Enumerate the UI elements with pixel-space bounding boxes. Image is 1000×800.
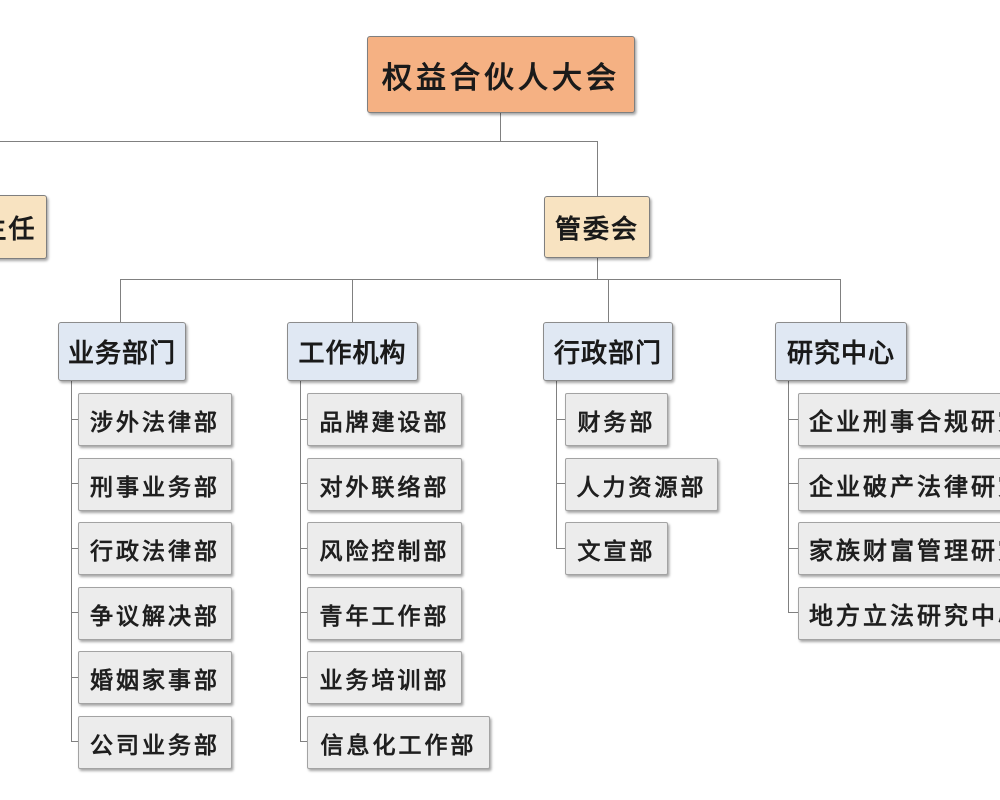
leaf-box: 人力资源部 <box>565 458 718 511</box>
leaf-box: 行政法律部 <box>78 522 232 575</box>
leaf-box: 地方立法研究中心 <box>798 587 1000 640</box>
node-director: 主任 <box>0 195 47 259</box>
connector-line <box>300 483 307 484</box>
connector-line <box>300 548 307 549</box>
connector-line <box>556 381 557 549</box>
connector-line <box>120 279 121 323</box>
connector-line <box>597 258 598 279</box>
branch-box: 业务部门 <box>58 322 186 381</box>
connector-line <box>71 612 78 613</box>
connector-line <box>597 141 598 197</box>
leaf-box: 财务部 <box>565 393 668 446</box>
connector-line <box>788 483 798 484</box>
connector-line <box>71 419 78 420</box>
leaf-box: 企业刑事合规研究中心 <box>798 393 1000 446</box>
branch-box: 研究中心 <box>775 322 907 381</box>
leaf-box: 涉外法律部 <box>78 393 232 446</box>
leaf-box: 争议解决部 <box>78 587 232 640</box>
leaf-box: 对外联络部 <box>307 458 462 511</box>
connector-line <box>300 677 307 678</box>
leaf-box: 品牌建设部 <box>307 393 462 446</box>
connector-line <box>788 419 798 420</box>
leaf-box: 刑事业务部 <box>78 458 232 511</box>
connector-line <box>71 483 78 484</box>
connector-line <box>71 677 78 678</box>
leaf-box: 信息化工作部 <box>307 716 490 769</box>
leaf-box: 企业破产法律研究中心 <box>798 458 1000 511</box>
connector-line <box>71 381 72 742</box>
leaf-box: 青年工作部 <box>307 587 462 640</box>
connector-line <box>120 279 841 280</box>
connector-line <box>352 279 353 323</box>
connector-line <box>500 113 501 141</box>
connector-line <box>71 741 78 742</box>
connector-line <box>840 279 841 323</box>
connector-line <box>556 483 565 484</box>
leaf-box: 公司业务部 <box>78 716 232 769</box>
node-committee: 管委会 <box>544 196 650 258</box>
branch-box: 行政部门 <box>543 322 673 381</box>
leaf-box: 家族财富管理研究中心 <box>798 522 1000 575</box>
connector-line <box>300 381 301 742</box>
connector-line <box>300 612 307 613</box>
connector-line <box>71 548 78 549</box>
leaf-box: 文宣部 <box>565 522 668 575</box>
leaf-box: 婚姻家事部 <box>78 651 232 704</box>
branch-box: 工作机构 <box>287 322 418 381</box>
connector-line <box>788 381 789 613</box>
connector-line <box>788 548 798 549</box>
connector-line <box>556 548 565 549</box>
connector-line <box>556 419 565 420</box>
connector-line <box>300 419 307 420</box>
connector-line <box>0 141 598 142</box>
connector-line <box>788 612 798 613</box>
leaf-box: 风险控制部 <box>307 522 462 575</box>
connector-line <box>300 741 307 742</box>
leaf-box: 业务培训部 <box>307 651 462 704</box>
node-root: 权益合伙人大会 <box>367 36 635 113</box>
connector-line <box>608 279 609 323</box>
